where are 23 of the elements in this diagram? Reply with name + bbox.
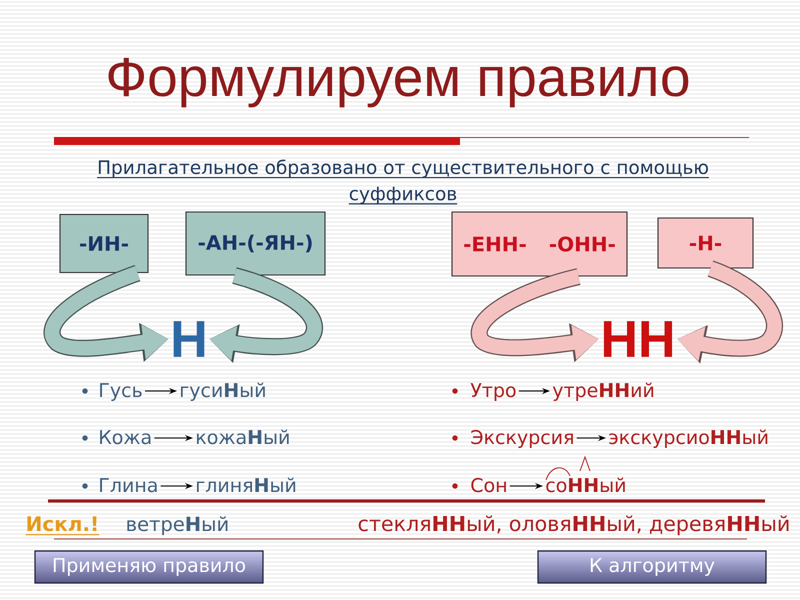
example-word: глиняНый — [197, 478, 296, 492]
example-word: Экскурсия — [471, 430, 573, 448]
example-word: соННый — [546, 478, 625, 492]
suffix-box: -ИН- — [59, 214, 149, 274]
subtitle-link: Прилагательное образовано от существительного с помощью суффиксов — [97, 160, 709, 204]
example-word: Утро — [470, 383, 516, 401]
example-word: гусиНый — [181, 382, 265, 401]
nav-button: К алгоритму — [537, 550, 767, 584]
large-letter: НН — [604, 321, 672, 357]
example-word: утреННий — [552, 382, 654, 401]
suffix-box: -ЕНН- -ОНН- — [451, 211, 628, 277]
example-word: кожаНый — [197, 430, 289, 444]
example-word: Гусь — [100, 383, 142, 401]
exception-link: Искл.! — [26, 516, 100, 536]
nav-button: Применяю правило — [34, 550, 264, 584]
example-word: Сон — [471, 478, 506, 492]
example-word: Кожа — [100, 430, 150, 444]
suffix-box: -АН-(-ЯН-) — [185, 211, 326, 276]
suffix-box: -Н- — [657, 217, 754, 269]
example-word: Глина — [100, 478, 157, 492]
example-word: экскурсиоННый — [609, 430, 768, 448]
large-letter: Н — [174, 321, 204, 357]
slide-title: Формулируем правило — [108, 58, 688, 108]
